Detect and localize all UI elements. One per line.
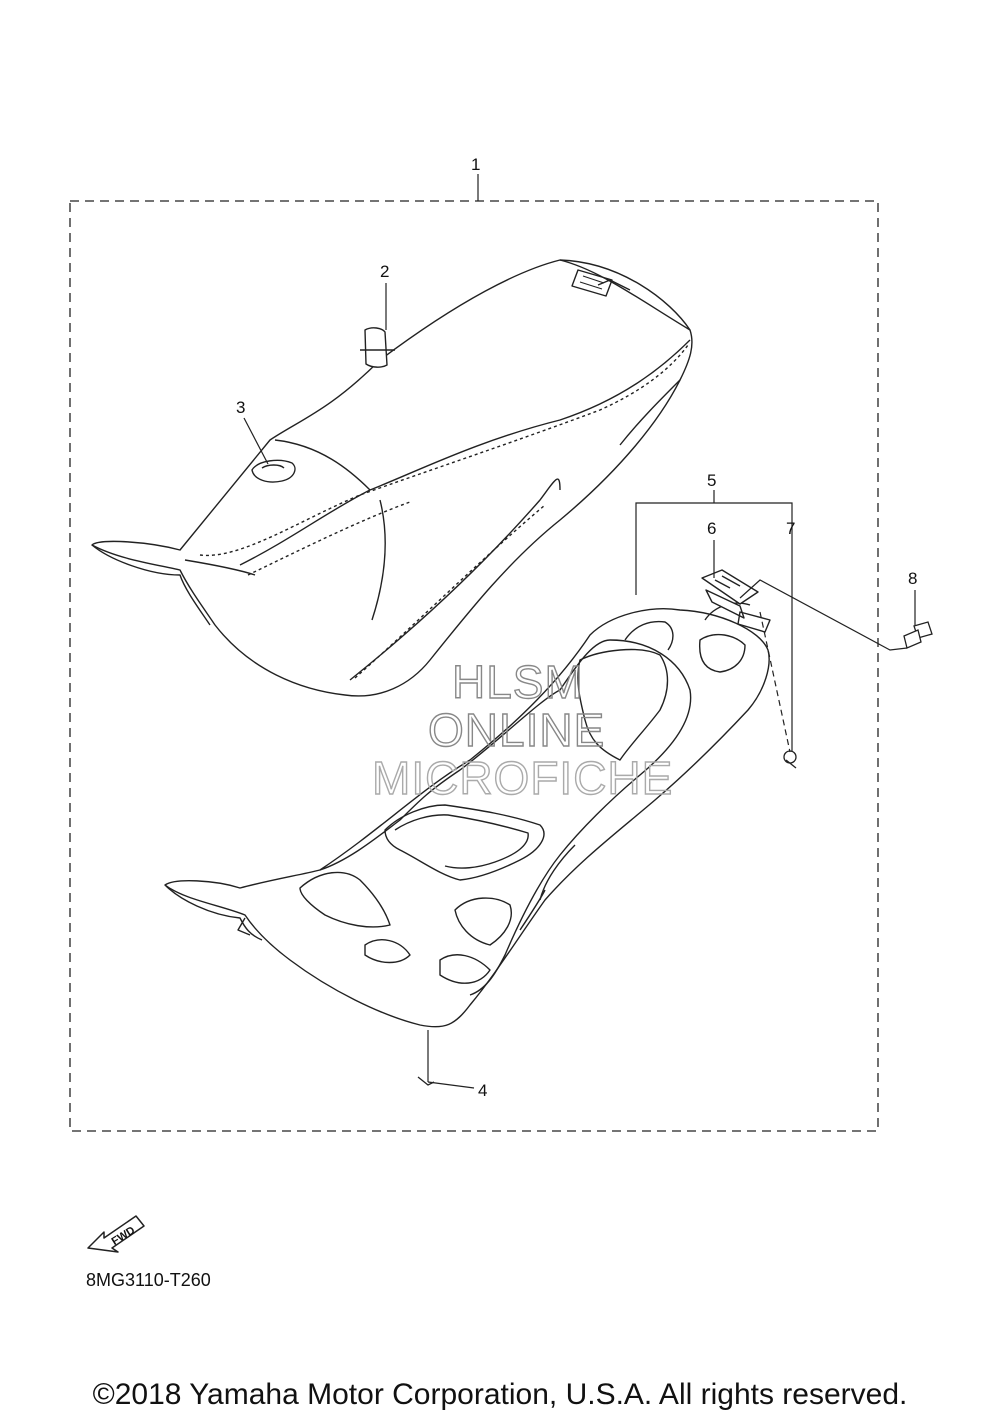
watermark-line-2: ONLINE bbox=[428, 704, 605, 756]
fwd-arrow-icon: FWD bbox=[87, 1215, 145, 1253]
seat-drawing bbox=[91, 259, 693, 697]
fasteners-drawing bbox=[417, 621, 933, 1086]
leader-lines bbox=[243, 283, 916, 1089]
callout-3: 3 bbox=[236, 398, 245, 417]
callout-1: 1 bbox=[471, 155, 480, 174]
watermark-line-1: HLSM bbox=[452, 656, 584, 708]
drawing-code: 8MG3110-T260 bbox=[86, 1270, 211, 1290]
callout-2: 2 bbox=[380, 262, 389, 281]
callout-7: 7 bbox=[786, 519, 795, 538]
callout-8: 8 bbox=[908, 569, 917, 588]
callout-4: 4 bbox=[478, 1081, 487, 1100]
seat-base-drawing bbox=[164, 569, 771, 1028]
copyright-notice: ©2018 Yamaha Motor Corporation, U.S.A. A… bbox=[92, 1378, 908, 1411]
callout-6: 6 bbox=[707, 519, 716, 538]
callout-5: 5 bbox=[707, 471, 716, 490]
watermark-line-3: MICROFICHE bbox=[372, 752, 673, 804]
